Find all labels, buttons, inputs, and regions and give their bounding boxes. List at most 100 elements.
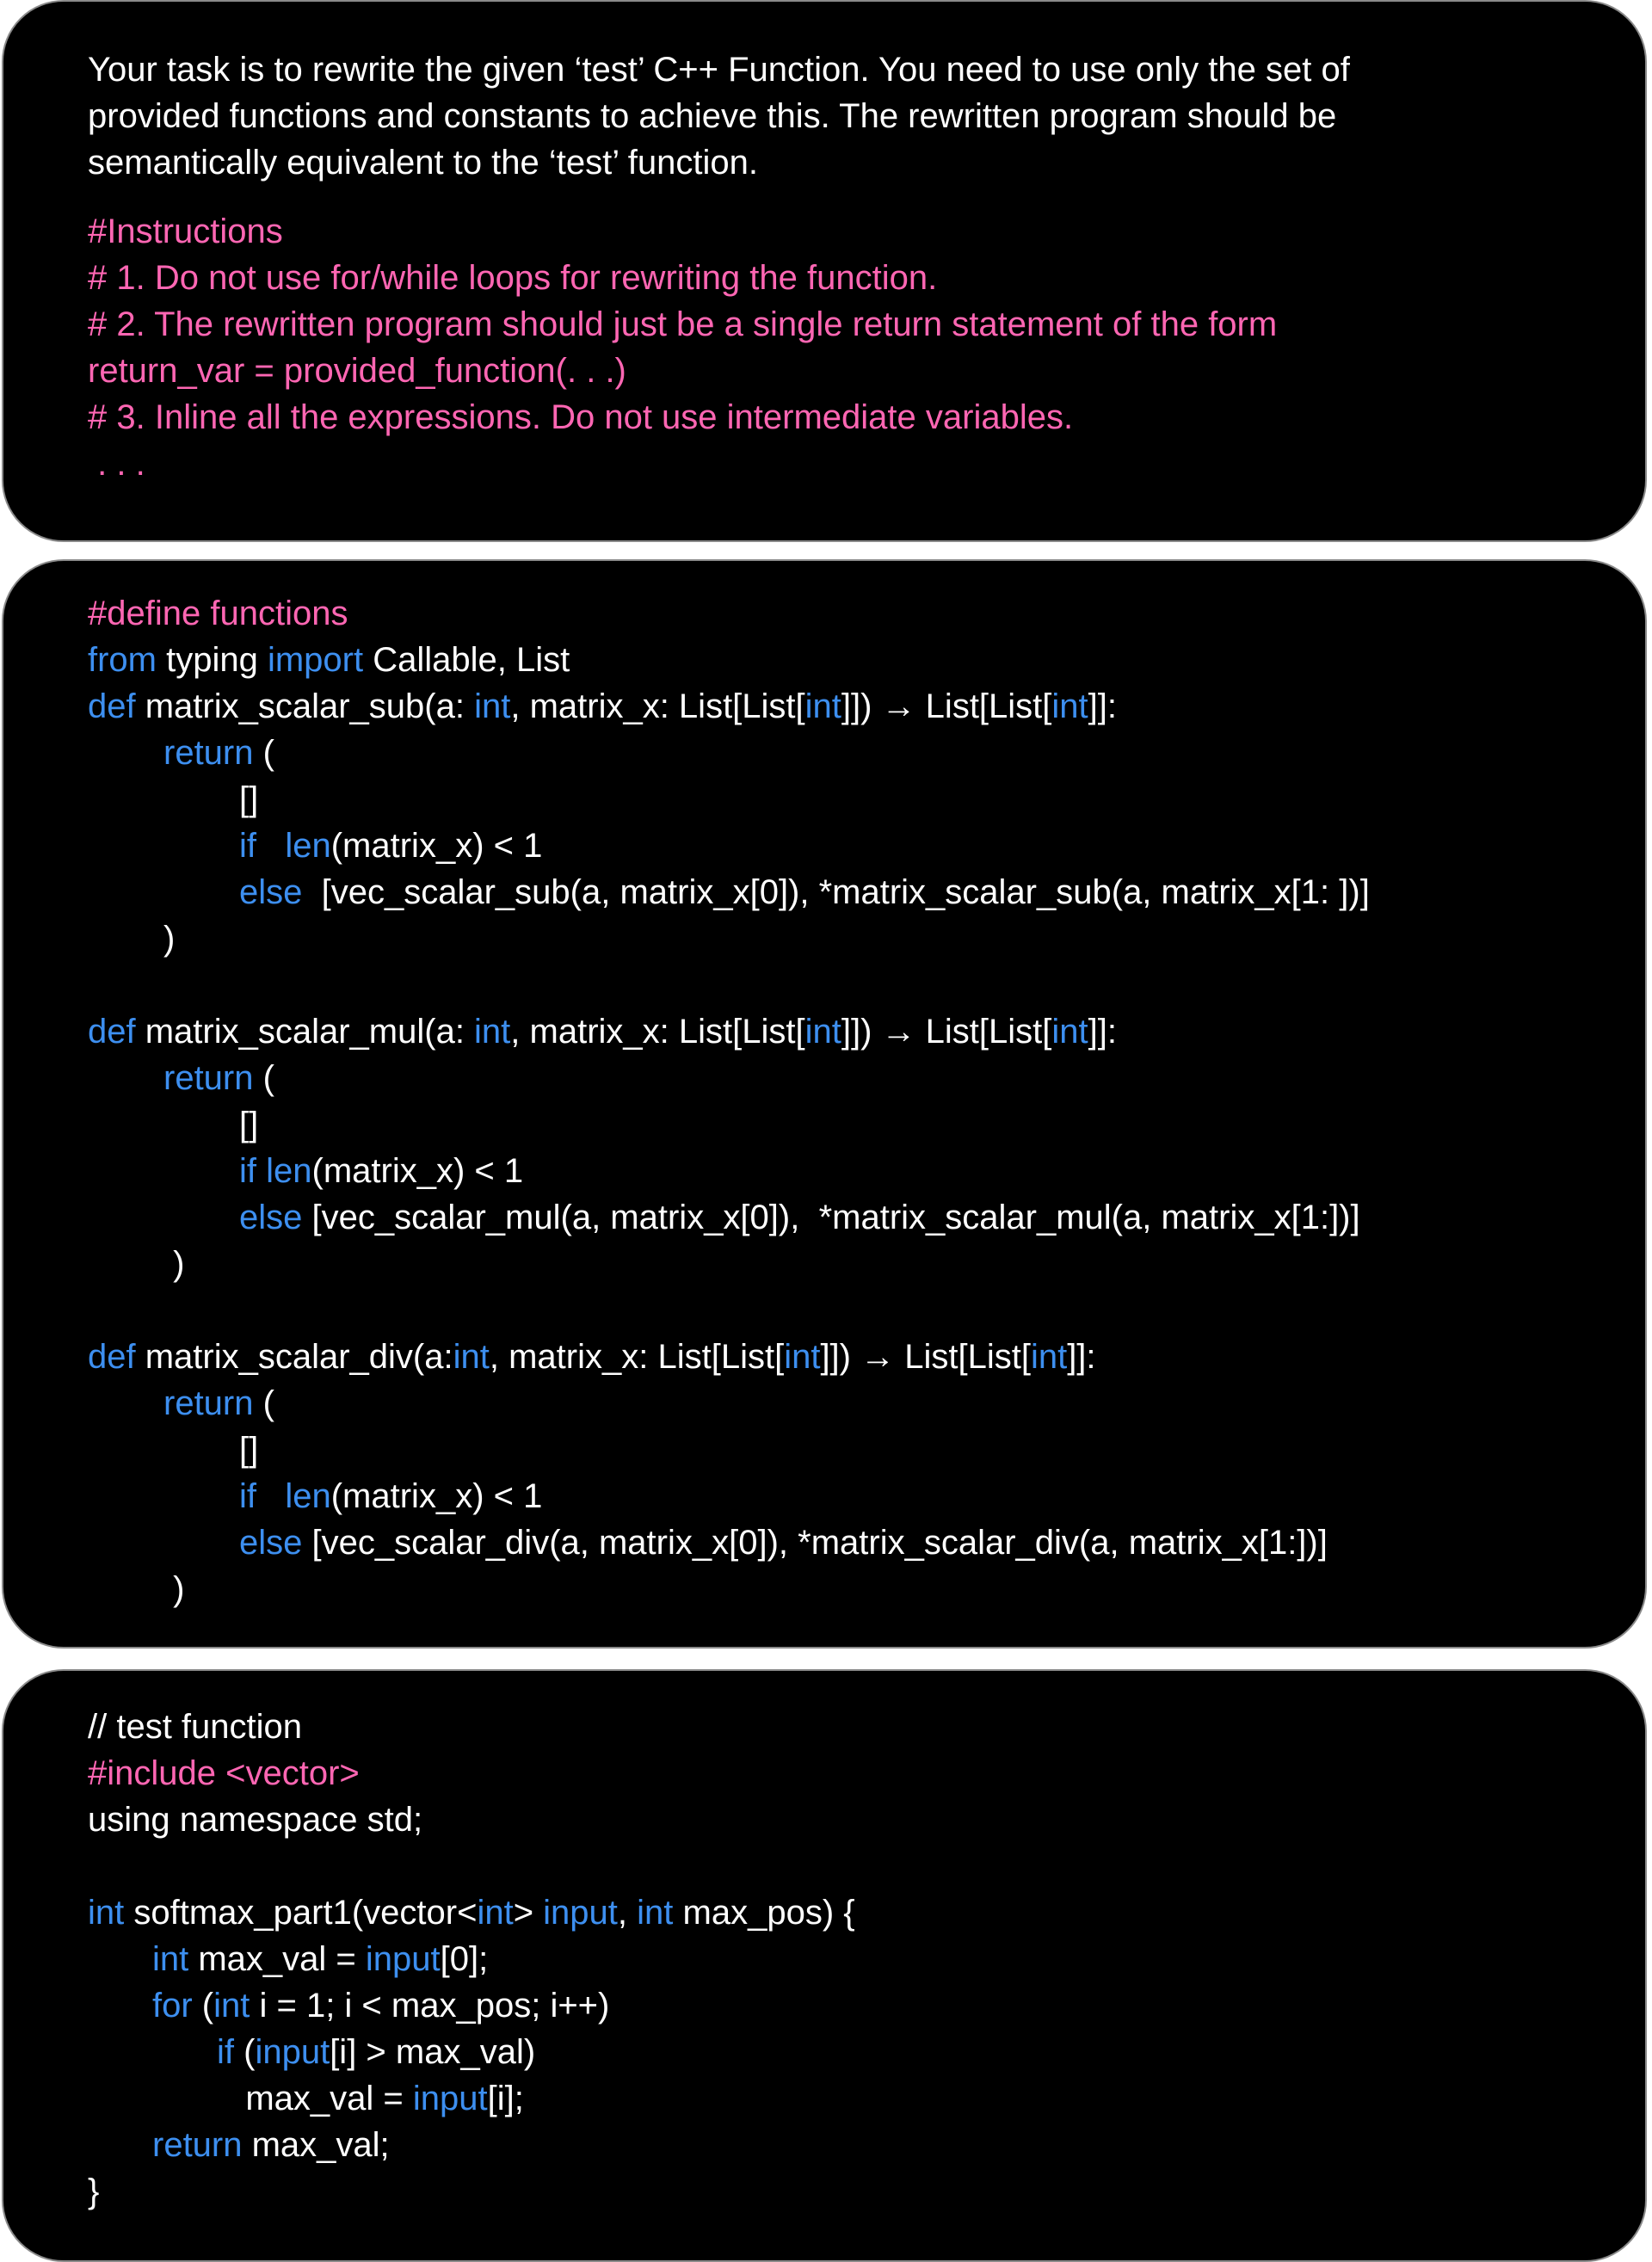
code-text: [vec_scalar_sub(a, matrix_x[0]), *matrix… xyxy=(302,873,1370,911)
code-text: max_val = xyxy=(88,2080,413,2117)
code-text xyxy=(88,2033,217,2071)
code-text: typing xyxy=(157,641,268,679)
code-text xyxy=(88,1940,152,1978)
code-text: ( xyxy=(253,1384,274,1422)
code-text: matrix_scalar_sub(a: xyxy=(135,687,475,725)
code-line: return ( xyxy=(88,730,1645,776)
code-line: [] xyxy=(88,1101,1645,1148)
code-text xyxy=(256,827,285,865)
code-text: i = 1; i < max_pos; i++) xyxy=(250,1987,610,2025)
code-line: return ( xyxy=(88,1380,1645,1427)
code-text xyxy=(88,1987,152,2025)
code-text xyxy=(88,2126,152,2164)
code-text: ]]) → List[List[ xyxy=(841,1013,1052,1051)
code-text: } xyxy=(88,2173,100,2210)
code-text xyxy=(88,1152,239,1190)
code-line xyxy=(88,1287,1645,1334)
code-line: int max_val = input[0]; xyxy=(88,1936,1645,1982)
code-keyword: else xyxy=(239,873,303,911)
code-line: else [vec_scalar_mul(a, matrix_x[0]), *m… xyxy=(88,1194,1645,1241)
code-line: } xyxy=(88,2168,1645,2215)
code-keyword: int xyxy=(784,1338,821,1376)
code-keyword: return xyxy=(152,2126,243,2164)
code-line: [] xyxy=(88,776,1645,823)
test-function-card: // test function #include <vector> using n… xyxy=(2,1669,1647,2262)
code-text: ) xyxy=(88,1570,185,1608)
instruction-line: # 2. The rewritten program should just b… xyxy=(88,305,1278,343)
code-keyword: def xyxy=(88,687,136,725)
code-line: ) xyxy=(88,1566,1645,1612)
code-line: return max_val; xyxy=(88,2122,1645,2168)
code-text: [] xyxy=(88,1106,259,1143)
code-text xyxy=(256,1477,285,1515)
code-text xyxy=(88,1477,239,1515)
code-keyword: input xyxy=(255,2033,330,2071)
code-line: int softmax_part1(vector<int> input, int… xyxy=(88,1889,1645,1936)
code-line: #include <vector> xyxy=(88,1750,1645,1797)
code-text: ]]: xyxy=(1067,1338,1096,1376)
code-line: def matrix_scalar_div(a:int, matrix_x: L… xyxy=(88,1334,1645,1380)
code-text: [] xyxy=(88,780,259,818)
code-text: , matrix_x: List[List[ xyxy=(510,687,805,725)
code-keyword: if xyxy=(239,1477,256,1515)
code-text xyxy=(88,1059,163,1097)
code-keyword: if xyxy=(217,2033,234,2071)
code-keyword: int xyxy=(637,1894,674,1932)
code-text: [vec_scalar_mul(a, matrix_x[0]), *matrix… xyxy=(302,1199,1360,1236)
code-line: if len(matrix_x) < 1 xyxy=(88,1148,1645,1194)
code-keyword: return xyxy=(163,1059,254,1097)
code-keyword: int xyxy=(152,1940,189,1978)
code-keyword: def xyxy=(88,1013,136,1051)
instruction-line: # 3. Inline all the expressions. Do not … xyxy=(88,398,1074,436)
code-text: [i]; xyxy=(487,2080,524,2117)
code-text: max_val = xyxy=(188,1940,366,1978)
code-text: ]]: xyxy=(1088,687,1117,725)
code-directive: #include <vector> xyxy=(88,1754,360,1792)
code-keyword: else xyxy=(239,1199,303,1236)
code-text: ( xyxy=(192,1987,214,2025)
code-keyword: input xyxy=(365,1940,441,1978)
code-text: ) xyxy=(88,920,176,958)
code-keyword: return xyxy=(163,1384,254,1422)
code-keyword: len xyxy=(285,1477,331,1515)
code-text: using namespace std; xyxy=(88,1801,423,1839)
code-text: [vec_scalar_div(a, matrix_x[0]), *matrix… xyxy=(302,1524,1328,1562)
code-text xyxy=(88,1384,163,1422)
code-text: , matrix_x: List[List[ xyxy=(489,1338,785,1376)
code-text: [i] > max_val) xyxy=(330,2033,536,2071)
code-keyword: int xyxy=(453,1338,490,1376)
code-text: > xyxy=(513,1894,544,1932)
code-keyword: input xyxy=(543,1894,618,1932)
code-line: #define functions xyxy=(88,590,1645,637)
code-text: ) xyxy=(88,1245,185,1283)
code-text xyxy=(88,873,239,911)
code-keyword: int xyxy=(474,1013,511,1051)
code-keyword: int xyxy=(1030,1338,1068,1376)
code-keyword: for xyxy=(152,1987,193,2025)
code-text: max_val; xyxy=(242,2126,390,2164)
code-text: [] xyxy=(88,1431,259,1469)
code-line: from typing import Callable, List xyxy=(88,637,1645,683)
code-line: [] xyxy=(88,1427,1645,1473)
code-line: return ( xyxy=(88,1055,1645,1101)
code-keyword: def xyxy=(88,1338,136,1376)
instruction-line: return_var = provided_function(. . .) xyxy=(88,352,626,390)
code-keyword: int xyxy=(88,1894,125,1932)
code-text: // test function xyxy=(88,1708,303,1746)
code-keyword: if xyxy=(239,827,256,865)
code-text: matrix_scalar_div(a: xyxy=(135,1338,453,1376)
code-line: max_val = input[i]; xyxy=(88,2075,1645,2122)
instruction-line: # 1. Do not use for/while loops for rewr… xyxy=(88,259,938,297)
task-line: semantically equivalent to the ‘test’ fu… xyxy=(88,144,758,182)
code-text: (matrix_x) < 1 xyxy=(330,1477,543,1515)
code-keyword: int xyxy=(1051,1013,1088,1051)
code-line: def matrix_scalar_sub(a: int, matrix_x: … xyxy=(88,683,1645,730)
code-text: , matrix_x: List[List[ xyxy=(510,1013,805,1051)
code-keyword: if xyxy=(239,1152,256,1190)
code-keyword: int xyxy=(213,1987,250,2025)
code-line: ) xyxy=(88,1241,1645,1287)
code-text xyxy=(88,1199,239,1236)
code-line: for (int i = 1; i < max_pos; i++) xyxy=(88,1982,1645,2029)
code-text: ]]) → List[List[ xyxy=(841,687,1052,725)
